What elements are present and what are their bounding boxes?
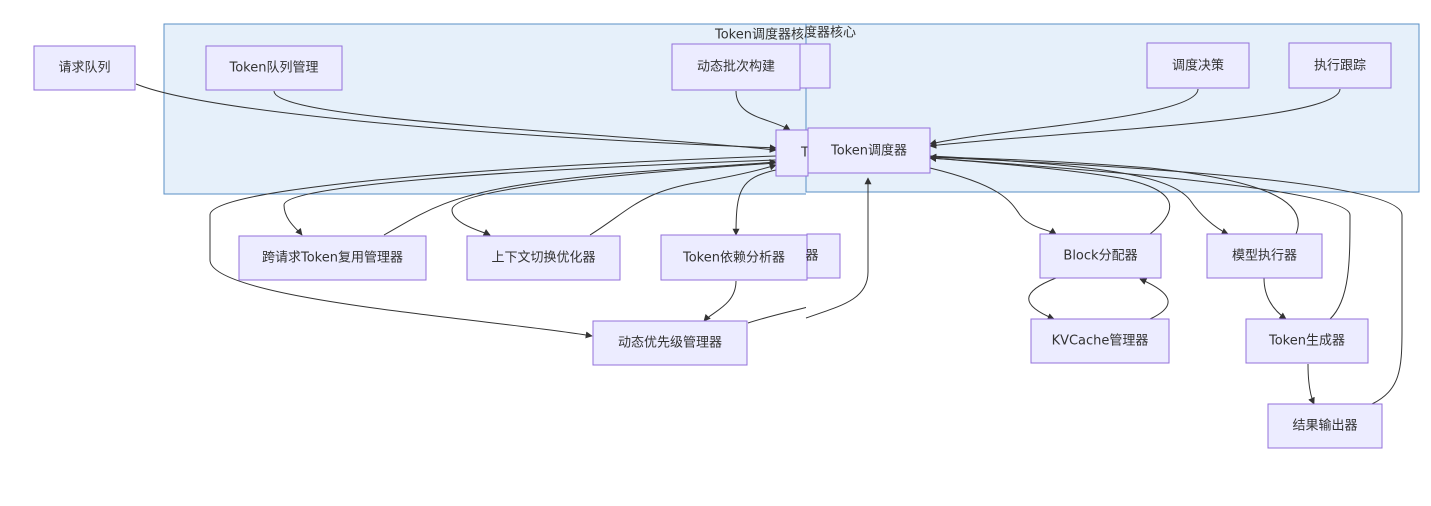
node-block-allocator[interactable]: Block分配器 [1039, 233, 1162, 279]
node-context-switch-opt[interactable]: 上下文切换优化器 [466, 235, 621, 281]
edge-scheduler-to-dep [732, 169, 777, 236]
cluster-label: Token调度器核心 [714, 27, 817, 43]
node-model-executor-label: 模型执行器 [1232, 249, 1297, 264]
edge-generator-to-scheduler-overlay [929, 154, 1351, 320]
edge-block-to-kvcache-overlay [1028, 277, 1057, 320]
node-cross-request-reuse[interactable]: 跨请求Token复用管理器 [238, 235, 427, 281]
cluster-overlay: 度器核心 [804, 23, 1420, 193]
node-token-dep-analyzer[interactable]: Token依赖分析器 器 [660, 233, 841, 281]
edge-decision-to-scheduler-overlay [929, 88, 1199, 147]
node-token-scheduler-ghost-label: T [800, 146, 809, 161]
node-token-scheduler[interactable]: Token调度器 [807, 127, 931, 174]
node-dynamic-batch-label: 动态批次构建 [697, 59, 775, 75]
edge-queue-mgmt-to-scheduler [273, 90, 777, 153]
edge-scheduler-to-block-overlay [929, 167, 1057, 235]
node-block-allocator-label: Block分配器 [1063, 249, 1137, 264]
node-cross-request-reuse-label: 跨请求Token复用管理器 [262, 251, 403, 266]
node-dynamic-batch-ghost [799, 43, 831, 89]
edge-scheduler-to-context [451, 162, 777, 236]
node-token-dep-analyzer-ghost [806, 233, 841, 279]
node-token-generator[interactable]: Token生成器 [1245, 318, 1369, 364]
node-token-queue-mgmt-label: Token队列管理 [229, 61, 319, 76]
node-token-scheduler-ghost: T [775, 129, 809, 177]
node-exec-trace[interactable]: 执行跟踪 [1288, 42, 1392, 89]
edge-reuse-to-scheduler [383, 159, 777, 236]
nodes: 请求队列 Token队列管理 动态批次构建 调度决策 执行跟踪 T Token调… [33, 42, 1392, 449]
edge-request-to-scheduler [135, 83, 777, 152]
node-kvcache-mgr[interactable]: KVCache管理器 [1030, 318, 1170, 364]
edge-priority-to-scheduler-overlay [805, 177, 872, 319]
node-schedule-decision-label: 调度决策 [1172, 58, 1224, 74]
node-exec-trace-label: 执行跟踪 [1314, 59, 1366, 74]
node-token-dep-analyzer-ghost-label: 器 [805, 249, 818, 264]
node-request-queue[interactable]: 请求队列 [33, 45, 136, 91]
node-token-scheduler-label: Token调度器 [830, 143, 907, 159]
node-context-switch-opt-label: 上下文切换优化器 [491, 251, 595, 266]
edge-dep-to-priority [703, 280, 737, 322]
edge-generator-to-output-overlay [1307, 363, 1315, 405]
edge-output-to-scheduler-overlay [929, 153, 1403, 405]
node-schedule-decision[interactable]: 调度决策 [1146, 42, 1250, 89]
node-result-output[interactable]: 结果输出器 [1267, 403, 1383, 449]
node-model-executor[interactable]: 模型执行器 [1206, 233, 1323, 279]
node-dynamic-priority-label: 动态优先级管理器 [618, 336, 722, 351]
node-kvcache-mgr-label: KVCache管理器 [1052, 334, 1149, 349]
edge-batch-to-scheduler [735, 90, 791, 131]
node-dynamic-batch[interactable]: 动态批次构建 [671, 43, 831, 91]
node-token-generator-label: Token生成器 [1268, 334, 1345, 349]
edges-overlay [805, 88, 1403, 405]
edge-executor-to-generator-overlay [1263, 277, 1287, 320]
edge-scheduler-to-priority [209, 155, 777, 339]
node-request-queue-label: 请求队列 [58, 61, 110, 76]
edge-context-to-scheduler [589, 163, 777, 236]
node-dynamic-priority[interactable]: 动态优先级管理器 [592, 320, 748, 366]
node-token-queue-mgmt[interactable]: Token队列管理 [205, 45, 343, 91]
edge-scheduler-to-reuse [283, 159, 777, 236]
cluster-label-ghost: 度器核心 [804, 25, 856, 41]
edge-trace-to-scheduler-overlay [929, 88, 1341, 149]
node-result-output-label: 结果输出器 [1292, 418, 1357, 434]
edge-executor-to-scheduler-overlay [929, 153, 1299, 235]
node-token-dep-analyzer-label: Token依赖分析器 [682, 251, 785, 266]
edge-kvcache-to-block-overlay [1139, 278, 1169, 320]
